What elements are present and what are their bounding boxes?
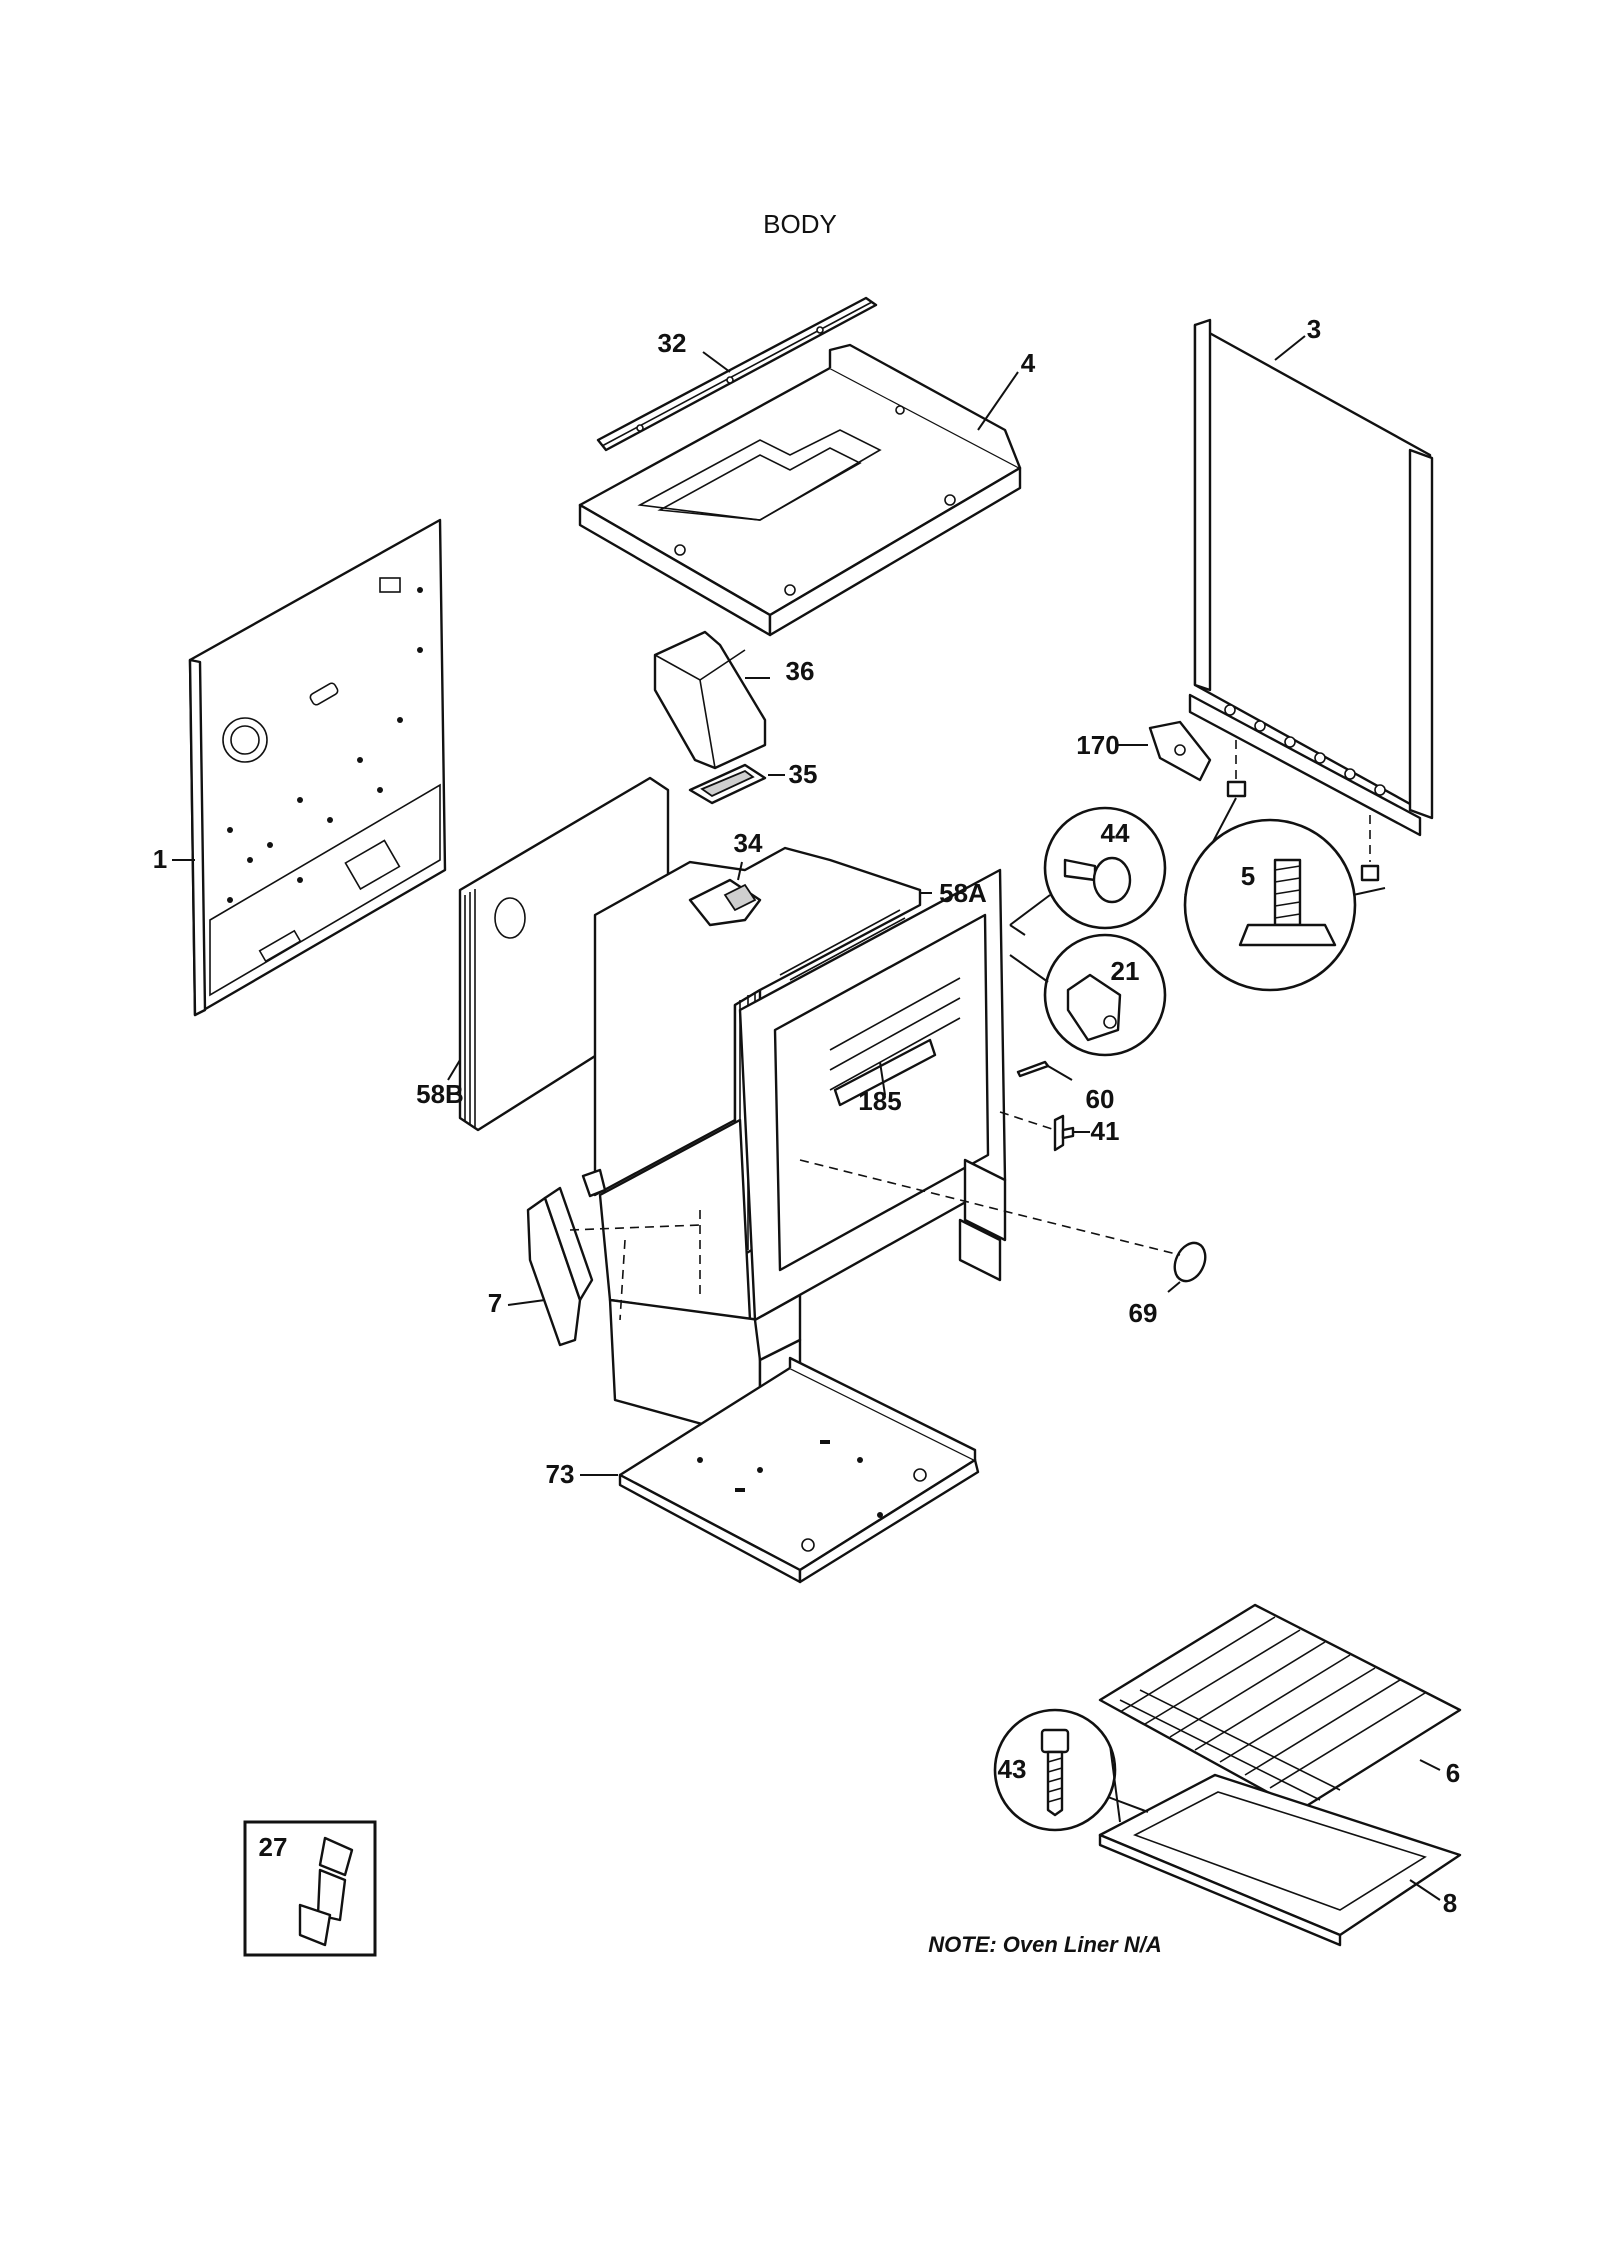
label-58b: 58B xyxy=(416,1079,464,1109)
part-7-hinge xyxy=(526,1168,607,1347)
label-34: 34 xyxy=(734,828,763,858)
label-27: 27 xyxy=(259,1832,288,1862)
part-8-oven-liner xyxy=(1098,1773,1462,1947)
part-69-plug xyxy=(1173,1241,1207,1283)
part-73-bottom-panel xyxy=(618,1356,980,1584)
diagram-title: BODY xyxy=(763,209,837,239)
screw-icon xyxy=(1226,740,1247,798)
label-58a: 58A xyxy=(939,878,987,908)
label-60: 60 xyxy=(1086,1084,1115,1114)
part-4-top-frame xyxy=(578,343,1022,637)
part-35-vent-grille xyxy=(688,763,767,805)
label-36: 36 xyxy=(786,656,815,686)
part-27-clip xyxy=(298,1836,354,1947)
label-35: 35 xyxy=(789,759,818,789)
label-44: 44 xyxy=(1101,818,1130,848)
clip-icon xyxy=(1066,973,1122,1042)
oven-body xyxy=(593,846,1007,1452)
label-41: 41 xyxy=(1091,1116,1120,1146)
part-32-top-strip xyxy=(596,296,878,452)
label-4: 4 xyxy=(1021,348,1036,378)
label-6: 6 xyxy=(1446,1758,1460,1788)
knob-icon xyxy=(1063,856,1132,904)
label-73: 73 xyxy=(546,1459,575,1489)
part-1-back-panel xyxy=(188,518,447,1017)
screw-icon xyxy=(1360,815,1380,882)
part-60-pin xyxy=(1016,1060,1050,1078)
part-170-leg-bracket xyxy=(1148,720,1212,782)
label-8: 8 xyxy=(1443,1888,1457,1918)
part-41-clip xyxy=(1053,1114,1075,1152)
part-6-oven-rack xyxy=(1098,1603,1462,1812)
label-5: 5 xyxy=(1241,861,1255,891)
label-1: 1 xyxy=(153,844,167,874)
part-36-vent-duct xyxy=(653,630,767,770)
oven-liner-note: NOTE: Oven Liner N/A xyxy=(928,1932,1161,1957)
label-32: 32 xyxy=(658,328,687,358)
label-69: 69 xyxy=(1129,1298,1158,1328)
callout-5-leveling-leg xyxy=(1183,818,1357,992)
label-170: 170 xyxy=(1076,730,1119,760)
label-21: 21 xyxy=(1111,956,1140,986)
label-43: 43 xyxy=(998,1754,1027,1784)
screw-icon xyxy=(1040,1728,1070,1817)
label-185: 185 xyxy=(858,1086,901,1116)
label-3: 3 xyxy=(1307,314,1321,344)
label-7: 7 xyxy=(488,1288,502,1318)
part-3-side-panel xyxy=(1188,318,1434,837)
leveling-leg-icon xyxy=(1238,858,1337,947)
